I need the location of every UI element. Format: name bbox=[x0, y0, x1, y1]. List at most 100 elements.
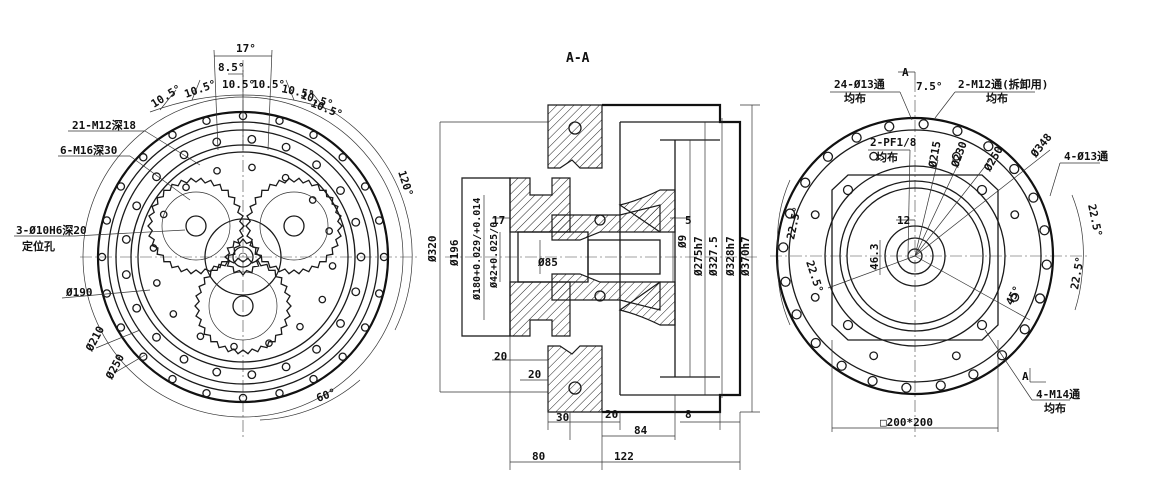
dim-d85: Ø85 bbox=[537, 256, 558, 269]
angle-10-5-c1: 10.5° bbox=[222, 78, 255, 91]
bolt-hole-inner bbox=[121, 270, 131, 280]
flange-bolt-hole bbox=[791, 309, 802, 320]
dim-l8: 8 bbox=[685, 408, 692, 421]
dim-l84: 84 bbox=[634, 424, 648, 437]
left-view: 17° 8.5° 10.5° 10.5° 10.5° 10.5° 10.5° 1… bbox=[14, 42, 420, 440]
gear-hub bbox=[161, 191, 231, 261]
flange-bolt-hole bbox=[884, 121, 895, 132]
dim-d275: Ø275h7 bbox=[692, 236, 705, 277]
bolt-hole-outer bbox=[202, 388, 211, 398]
mid-bolt-hole bbox=[1010, 210, 1020, 220]
dim-l20c: 20 bbox=[605, 408, 618, 421]
dim-d327: Ø327.5 bbox=[707, 236, 720, 277]
angle-22-5-a: 22.5° bbox=[1085, 203, 1105, 238]
dia-210-label: Ø210 bbox=[83, 324, 107, 354]
angle-7-5-label: 7.5° bbox=[916, 80, 943, 93]
gear-outline bbox=[194, 257, 292, 355]
flange-bolt-hole bbox=[780, 276, 791, 287]
bolt-hole-mid bbox=[169, 310, 178, 318]
section-marker-bottom: A bbox=[1022, 370, 1029, 383]
bolt-hole-inner bbox=[212, 137, 222, 147]
bolt-hole-mid bbox=[213, 166, 221, 175]
bolt-hole-outer bbox=[202, 116, 211, 126]
dim-l5: 5 bbox=[685, 214, 692, 227]
bolt-hole-outer bbox=[309, 374, 318, 384]
dim-l80: 80 bbox=[532, 450, 545, 463]
flange-bolt-hole bbox=[968, 369, 979, 380]
section-marker-top: A bbox=[902, 66, 909, 79]
angle-22-5-b: 22.5° bbox=[1068, 256, 1087, 291]
bolt-hole-inner bbox=[132, 303, 142, 313]
bolt-hole-inner bbox=[179, 150, 189, 160]
dim-d328: Ø328h7 bbox=[724, 236, 737, 277]
bolt-hole-inner bbox=[179, 354, 189, 364]
dim-d215: Ø215 bbox=[926, 140, 944, 169]
bolt-hole-outer bbox=[338, 352, 347, 361]
gear-bore bbox=[283, 215, 305, 237]
gear-hub bbox=[259, 191, 329, 261]
bolt-hole-mid bbox=[248, 163, 256, 172]
mid-bolt-hole bbox=[951, 351, 961, 361]
bolt-hole-outer bbox=[309, 130, 318, 140]
dim-d196: Ø196 bbox=[448, 239, 461, 267]
bolt-hole-outer bbox=[360, 323, 370, 332]
angle-22-5-d: 22.5° bbox=[803, 259, 826, 295]
flange-bolt-hole bbox=[851, 132, 862, 143]
m14-hole bbox=[842, 184, 854, 196]
mid-bolt-hole bbox=[810, 292, 820, 302]
dim-12: 12 bbox=[897, 214, 910, 227]
callout-24-holes-line1: 24-Ø13通 bbox=[834, 78, 885, 91]
flange-bolt-hole bbox=[1041, 259, 1052, 270]
bolt-hole-outer bbox=[168, 374, 177, 384]
callout-2-pf-line1: 2-PF1/8 bbox=[870, 136, 916, 149]
flange-bolt-hole bbox=[1034, 293, 1046, 304]
dim-square-200: □200*200 bbox=[880, 416, 933, 429]
flange-bolt-hole bbox=[996, 350, 1008, 361]
gear-bore bbox=[232, 246, 254, 268]
callout-2-pf-line2: 均布 bbox=[876, 150, 898, 164]
dia-250-label: Ø250 bbox=[103, 352, 127, 382]
gear-hub bbox=[238, 252, 248, 262]
callout-3-pins-line1: 3-Ø10H6深20 bbox=[16, 223, 87, 237]
dim-d320: Ø320 bbox=[426, 236, 439, 264]
bolt-hole-outer bbox=[238, 393, 248, 403]
dim-d180: Ø180+0.029/+0.014 bbox=[471, 198, 483, 301]
dim-46-3: 46.3 bbox=[868, 244, 881, 271]
mid-bolt-hole bbox=[1010, 292, 1020, 302]
dia-190-label: Ø190 bbox=[65, 286, 93, 299]
bolt-hole-outer bbox=[379, 252, 389, 262]
mid-bolt-hole bbox=[810, 210, 820, 220]
mid-bolt-hole bbox=[869, 151, 879, 161]
mid-bolt-hole bbox=[951, 151, 961, 161]
bolt-hole-inner bbox=[312, 344, 322, 354]
gear-outline bbox=[223, 237, 263, 277]
gear-bore bbox=[185, 215, 207, 237]
dim-l122: 122 bbox=[614, 450, 634, 463]
flange-bolt-hole bbox=[867, 375, 878, 387]
bolt-hole-inner bbox=[336, 319, 345, 328]
bolt-hole-mid bbox=[196, 332, 205, 341]
bolt-hole-inner bbox=[152, 332, 161, 342]
bolt-hole-inner bbox=[247, 134, 257, 144]
gear-bore bbox=[232, 295, 254, 317]
dim-d348: Ø348 bbox=[1028, 131, 1055, 161]
bolt-hole-inner bbox=[356, 252, 366, 262]
flange-bolt-hole bbox=[1028, 192, 1039, 203]
m14-hole bbox=[976, 184, 988, 196]
angle-10-5-c2: 10.5° bbox=[252, 78, 285, 91]
bolt-hole-outer bbox=[374, 216, 384, 225]
bolt-hole-outer bbox=[139, 153, 148, 162]
bolt-hole-mid bbox=[325, 227, 334, 235]
bolt-hole-inner bbox=[132, 201, 142, 211]
flange-bolt-hole bbox=[1039, 225, 1050, 236]
callout-6-m16: 6-M16深30 bbox=[60, 143, 117, 157]
callout-2-m12-line2: 均布 bbox=[986, 91, 1008, 105]
bolt-hole-mid bbox=[318, 295, 327, 304]
flange-bolt-hole bbox=[784, 208, 796, 219]
angle-10-5-l2: 10.5° bbox=[183, 77, 219, 101]
flange-bolt-hole bbox=[1019, 324, 1030, 335]
dim-d9: Ø9 bbox=[676, 235, 689, 249]
mid-bolt-hole bbox=[869, 351, 879, 361]
bolt-hole-mid bbox=[328, 262, 337, 270]
